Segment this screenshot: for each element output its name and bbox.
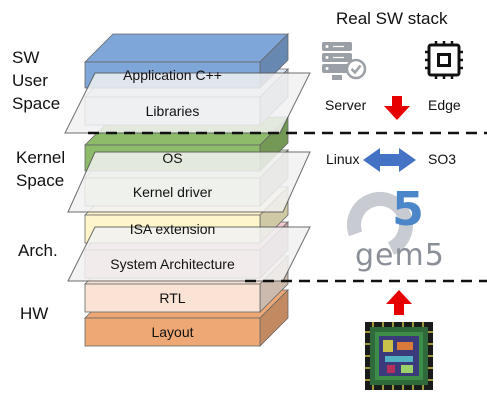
server-icon: [322, 42, 367, 80]
so3-label: SO3: [428, 151, 457, 167]
chip-layout-icon: [365, 322, 433, 390]
layer-os-label: OS: [162, 149, 183, 166]
dashed-boundaries: [88, 131, 487, 283]
gem5-five: 5: [392, 182, 424, 236]
label-user: User: [12, 71, 48, 90]
layer-system-architecture-label: System Architecture: [110, 255, 235, 272]
layer-libraries-label: Libraries: [145, 102, 200, 119]
double-arrow-icon: [363, 148, 416, 172]
layer-layout-front: [84, 317, 261, 347]
layer-kernel-driver-label: Kernel driver: [132, 183, 213, 200]
chip-icon: [425, 41, 463, 79]
layer-rtl-label: RTL: [159, 289, 186, 306]
label-kernel: Kernel: [16, 148, 66, 167]
label-arch: Arch.: [18, 241, 58, 260]
layer-rtl-front: [84, 283, 261, 313]
gem5-logo: 5: [347, 182, 424, 258]
layer-application-top: [84, 33, 289, 63]
real-sw-stack-title: Real SW stack: [336, 9, 448, 28]
label-hw: HW: [20, 304, 49, 323]
plane-arch-hw: [67, 226, 311, 282]
linux-label: Linux: [326, 151, 360, 167]
separator-planes: [64, 72, 311, 282]
label-sw: SW: [12, 48, 40, 67]
server-label: Server: [325, 97, 367, 113]
layer-application-label: Application C++: [123, 66, 222, 83]
layer-layout-label: Layout: [151, 323, 194, 340]
edge-label: Edge: [428, 97, 461, 113]
plane-user-kernel: [64, 72, 311, 134]
layer-isa-extension-label: ISA extension: [129, 220, 216, 237]
label-kernel-space: Space: [16, 171, 65, 190]
gem5-text: gem5: [355, 238, 445, 273]
label-space: Space: [12, 94, 61, 113]
up-arrow-icon: [386, 290, 412, 315]
plane-kernel-arch: [67, 151, 311, 213]
down-arrow-icon: [384, 96, 410, 120]
